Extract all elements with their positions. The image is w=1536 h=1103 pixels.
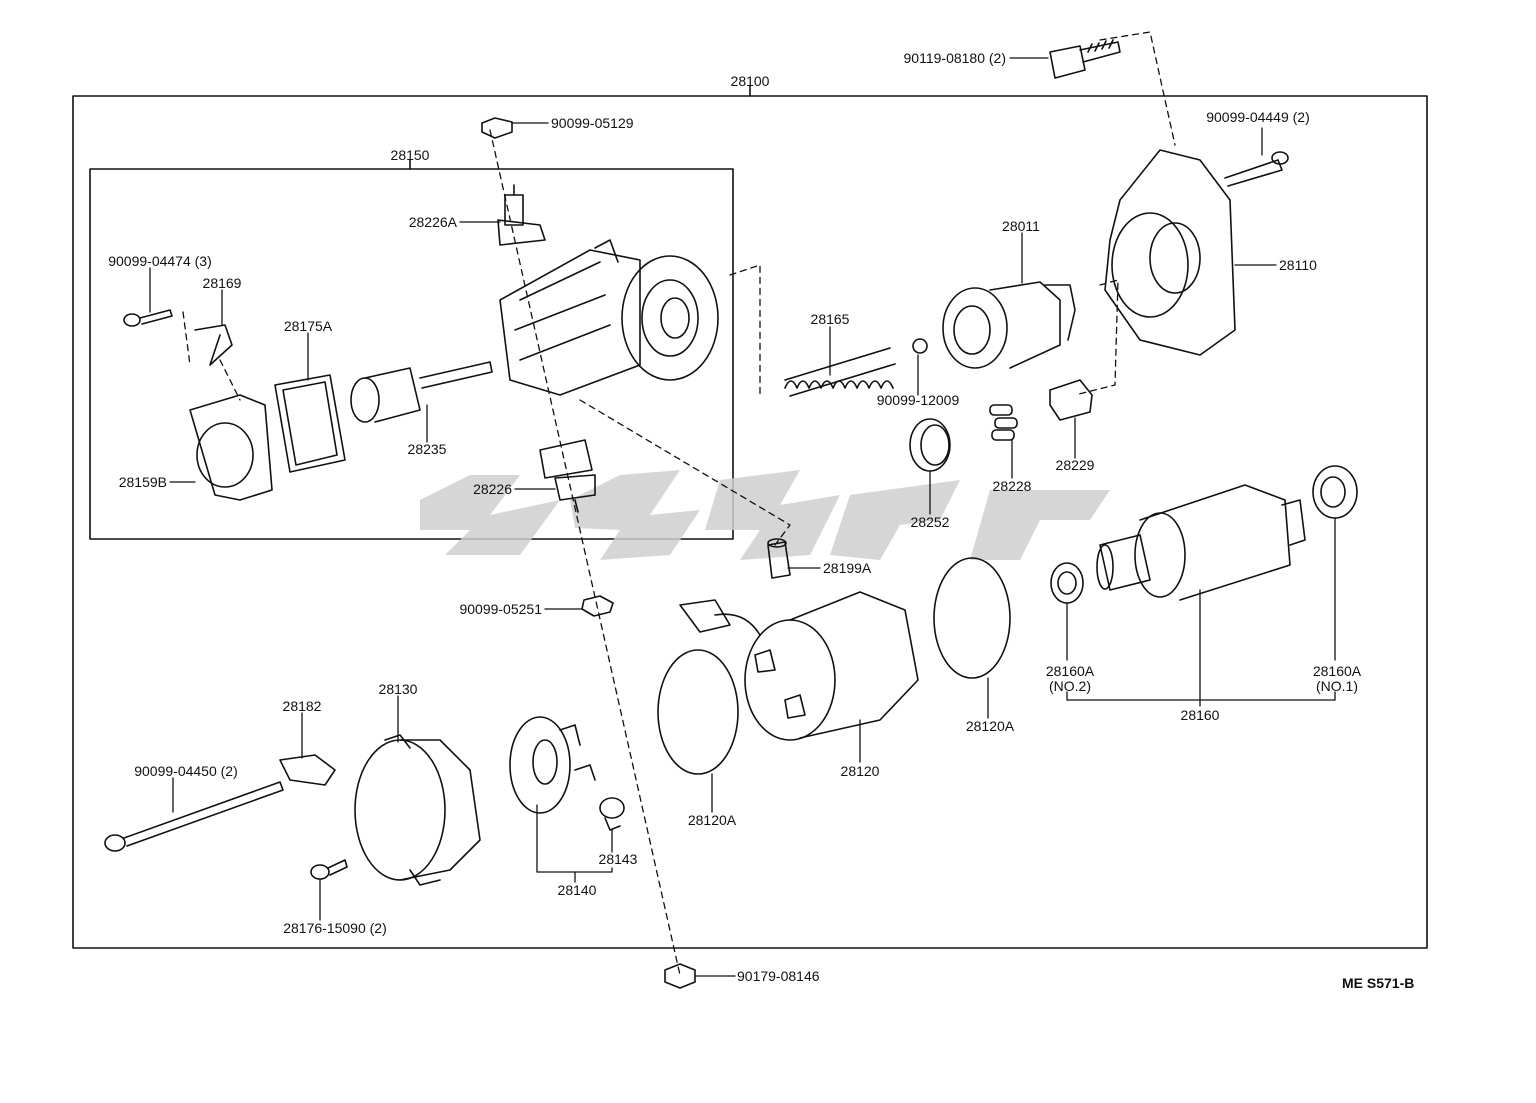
bearing-28160A-no1 [1312, 465, 1358, 519]
label-28252: 28252 [910, 514, 950, 530]
spring-28143 [599, 797, 625, 831]
spring-28165 [784, 347, 896, 397]
label-28011: 28011 [1002, 218, 1040, 234]
bolt-90099-04449 [1224, 151, 1289, 187]
subassembly-frame-28150 [89, 168, 734, 540]
end-frame-28130 [354, 734, 481, 886]
ball-90099-12009 [912, 338, 928, 354]
label-28235: 28235 [407, 441, 447, 457]
screw-28176-15090 [310, 859, 348, 880]
gear-28252 [909, 418, 951, 472]
armature-28160 [1096, 484, 1306, 601]
diagram-code: ME S571-B [1342, 975, 1415, 991]
label-28120: 28120 [840, 763, 880, 779]
label-28140: 28140 [557, 882, 597, 898]
nut-90099-05129 [481, 117, 513, 139]
rollers-28228 [989, 404, 1018, 441]
label-90099-04449: 90099-04449 (2) [1206, 109, 1310, 125]
terminal-28226 [539, 439, 596, 513]
label-28226A: 28226A [408, 214, 457, 230]
label-28169: 28169 [202, 275, 242, 291]
clip-28169 [194, 324, 233, 366]
label-28160: 28160 [1180, 707, 1220, 723]
label-28228: 28228 [992, 478, 1032, 494]
terminal-28226A [497, 184, 546, 246]
label-90099-04474: 90099-04474 (3) [108, 253, 212, 269]
screw-90099-04474 [123, 309, 173, 327]
label-28110: 28110 [1279, 257, 1317, 273]
label-28143: 28143 [598, 851, 638, 867]
label-28130: 28130 [378, 681, 418, 697]
retainer-28229 [1049, 379, 1093, 421]
plate-28182 [279, 754, 336, 786]
watermark-logo [420, 470, 1110, 560]
label-28120A-right: 28120A [965, 718, 1015, 734]
bolt-90119-08180 [1049, 39, 1121, 79]
brush-holder-28140 [509, 716, 596, 814]
bearing-28160A-no2 [1050, 562, 1084, 604]
label-28160A-no2-sub: (NO.2) [1049, 678, 1091, 694]
yoke-28120 [679, 591, 919, 741]
magnetic-switch-housing [499, 239, 719, 396]
label-90119-08180: 90119-08180 (2) [903, 50, 1006, 66]
clutch-28011 [942, 281, 1076, 369]
label-90099-12009: 90099-12009 [876, 392, 960, 408]
label-90099-04450: 90099-04450 (2) [134, 763, 238, 779]
label-28160A-no1-sub: (NO.1) [1316, 678, 1358, 694]
label-28160A-no1: 28160A [1312, 663, 1362, 679]
label-90099-05251: 90099-05251 [459, 601, 542, 617]
housing-28110 [1104, 149, 1236, 356]
plunger-28235 [350, 361, 493, 423]
label-28165: 28165 [810, 311, 850, 327]
o-ring-28120A-right [933, 557, 1011, 679]
o-ring-28120A-left [657, 649, 739, 775]
label-28226: 28226 [473, 481, 512, 497]
label-28176-15090: 28176-15090 (2) [283, 920, 387, 936]
label-28100: 28100 [730, 73, 770, 89]
label-28159B: 28159B [118, 474, 167, 490]
label-28150: 28150 [390, 147, 430, 163]
label-28175A: 28175A [283, 318, 333, 334]
cap-28199A [767, 538, 791, 579]
label-90179-08146: 90179-08146 [737, 968, 820, 984]
label-90099-05129: 90099-05129 [551, 115, 634, 131]
cover-28159B [189, 394, 273, 501]
label-28182: 28182 [282, 698, 322, 714]
label-28199A: 28199A [823, 560, 872, 576]
label-28229: 28229 [1055, 457, 1095, 473]
label-28120A-left: 28120A [687, 812, 737, 828]
gasket-28175A [274, 374, 346, 473]
label-28160A-no2: 28160A [1045, 663, 1095, 679]
nut-90179-08146 [664, 963, 696, 989]
bolt-90099-04450 [104, 781, 284, 852]
